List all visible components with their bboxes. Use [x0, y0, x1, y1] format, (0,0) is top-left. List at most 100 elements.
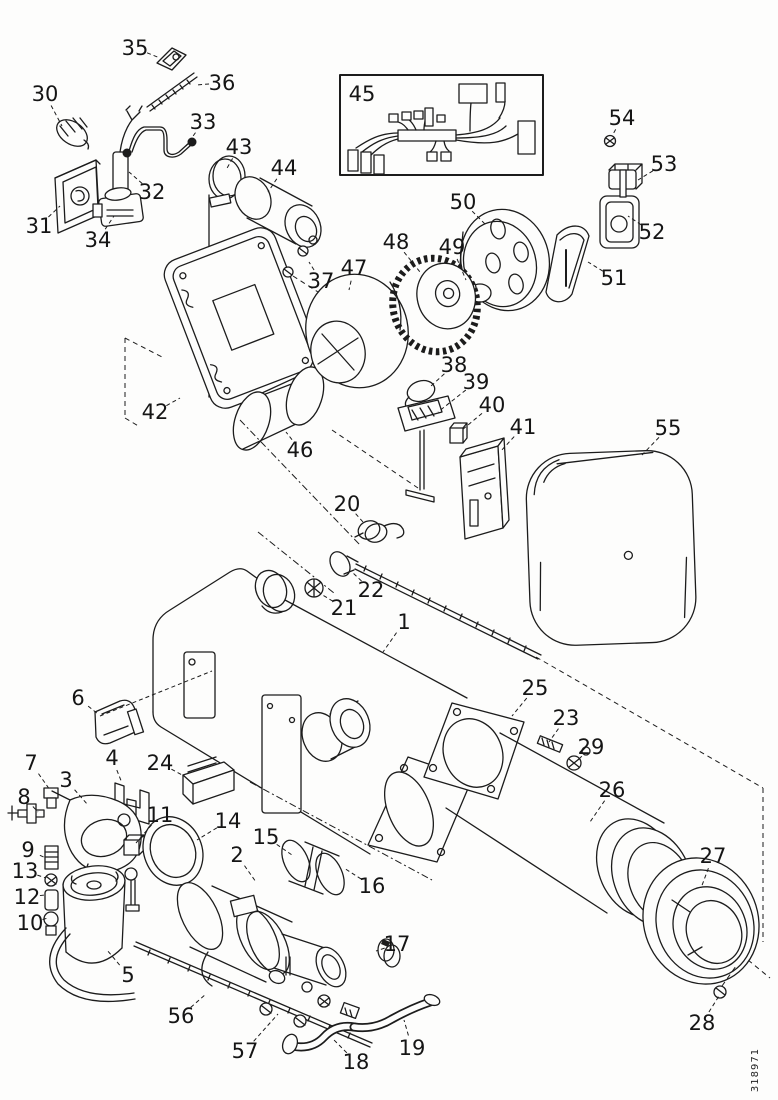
callout-52: 52	[638, 220, 666, 244]
callout-13: 13	[11, 859, 39, 883]
leader-16	[343, 867, 362, 880]
leader-42	[166, 397, 181, 407]
leader-28	[708, 995, 720, 1013]
phantom-panel	[535, 656, 771, 979]
callout-49: 49	[438, 235, 466, 259]
leader-50	[471, 210, 488, 227]
leader-15	[276, 843, 293, 856]
left-fittings-9-13-12-10	[43, 845, 59, 936]
callout-53: 53	[650, 152, 678, 176]
part-22-pipe	[329, 551, 542, 660]
part-27-ring	[642, 857, 760, 985]
part-18-hose	[281, 1022, 359, 1055]
part-17-clip	[377, 938, 401, 968]
part-51-gasket	[545, 225, 590, 303]
leader-51	[587, 261, 604, 272]
part-36-rod	[146, 72, 198, 112]
part-30-plug	[56, 117, 90, 150]
callout-34: 34	[84, 228, 112, 252]
leader-31	[48, 205, 61, 218]
callout-11: 11	[146, 803, 174, 827]
leader-52	[627, 215, 642, 226]
leader-39	[437, 389, 467, 413]
part-6-clamp	[94, 670, 213, 745]
leader-7	[38, 773, 51, 791]
callout-23: 23	[552, 706, 580, 730]
part-11-nut	[123, 834, 145, 912]
callout-24: 24	[146, 751, 174, 775]
part-3-pump-body	[51, 790, 142, 877]
callout-19: 19	[398, 1036, 426, 1060]
callout-43: 43	[225, 135, 253, 159]
part-5-canister	[49, 865, 136, 1003]
callout-21: 21	[330, 596, 358, 620]
callout-45: 45	[348, 82, 376, 106]
callout-28: 28	[688, 1011, 716, 1035]
callout-22: 22	[357, 578, 385, 602]
leader-17	[375, 947, 385, 952]
callout-48: 48	[382, 230, 410, 254]
part-23-screw	[536, 735, 564, 753]
leader-1	[382, 632, 397, 653]
callout-57: 57	[231, 1039, 259, 1063]
callout-9: 9	[21, 838, 35, 862]
callout-8: 8	[17, 785, 31, 809]
part-43-clamp-ring	[208, 155, 246, 398]
callout-10: 10	[16, 911, 44, 935]
leader-5	[106, 949, 121, 966]
callout-7: 7	[24, 751, 38, 775]
leader-56	[190, 993, 207, 1008]
leader-37	[308, 261, 315, 271]
callout-46: 46	[286, 438, 314, 462]
leader-11	[135, 824, 152, 844]
callout-2: 2	[230, 843, 244, 867]
callout-20: 20	[333, 492, 361, 516]
callout-17: 17	[383, 932, 411, 956]
callout-29: 29	[577, 735, 605, 759]
part-24-bracket	[182, 756, 235, 805]
callout-47: 47	[340, 256, 368, 280]
callout-3: 3	[59, 768, 73, 792]
leader-8	[32, 806, 39, 813]
part-44-motor	[234, 176, 322, 248]
leader-2	[244, 865, 257, 883]
callout-54: 54	[608, 106, 636, 130]
callout-36: 36	[208, 71, 236, 95]
leader-22	[351, 571, 362, 582]
leader-57	[253, 1013, 279, 1042]
part-54-nut	[603, 134, 617, 148]
callout-16: 16	[358, 874, 386, 898]
leader-46	[285, 431, 293, 441]
callout-30: 30	[31, 82, 59, 106]
leader-23	[548, 728, 559, 743]
leader-34	[104, 215, 115, 230]
callout-1: 1	[397, 610, 411, 634]
doc-number: 318971	[749, 1047, 761, 1093]
part-42-plate	[163, 227, 323, 409]
leader-21	[320, 593, 334, 602]
part-21-nut	[304, 578, 324, 598]
part-2-burner	[176, 882, 347, 988]
part-39-bracket	[331, 395, 456, 503]
callout-41: 41	[509, 415, 537, 439]
part-20-fitting	[354, 520, 405, 543]
callout-25: 25	[521, 676, 549, 700]
part-52-bracket	[599, 169, 640, 249]
callout-56: 56	[167, 1004, 195, 1028]
leader-29	[577, 755, 583, 761]
part-35-clamp	[156, 47, 187, 71]
leader-54	[611, 129, 617, 137]
leader-6	[87, 705, 99, 715]
callout-55: 55	[654, 416, 682, 440]
part-32-sensor	[112, 105, 143, 198]
leader-26	[589, 800, 606, 823]
leader-9	[39, 854, 47, 859]
part-15-16-stub	[281, 839, 345, 896]
callout-6: 6	[71, 686, 85, 710]
leader-3	[74, 789, 89, 806]
leader-30	[50, 105, 63, 127]
callout-35: 35	[121, 36, 149, 60]
part-41-control-box	[459, 437, 510, 540]
callout-31: 31	[25, 214, 53, 238]
